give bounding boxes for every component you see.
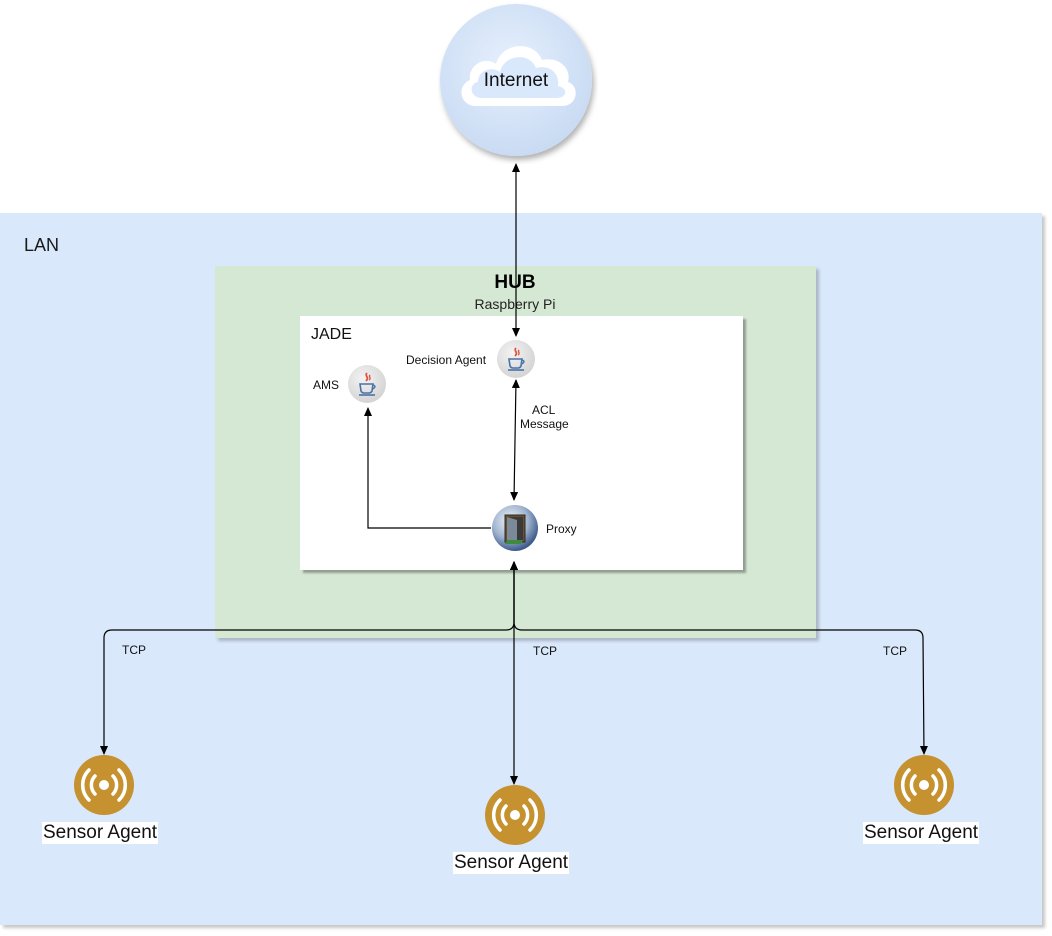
internet-label: Internet <box>483 70 549 91</box>
radio-signal-icon <box>74 755 134 815</box>
acl-message-edge <box>510 379 520 501</box>
decision-agent-icon <box>497 340 535 378</box>
proxy-ams-edge <box>364 407 491 529</box>
proxy-door-icon <box>492 505 538 551</box>
sensor-node-right <box>893 754 955 816</box>
radio-signal-icon <box>894 755 954 815</box>
radio-signal-icon <box>485 785 545 845</box>
tcp-right-label: TCP <box>883 644 907 658</box>
sensor-label-center: Sensor Agent <box>453 852 570 874</box>
cloud-icon <box>440 4 592 156</box>
sensor-label-left: Sensor Agent <box>42 822 159 844</box>
tcp-right-edge <box>510 561 928 755</box>
message-label: Message <box>520 417 569 431</box>
acl-label: ACL <box>532 403 556 417</box>
ams-label: AMS <box>313 378 340 392</box>
lan-label: LAN <box>24 235 60 255</box>
java-cup-icon <box>359 372 376 396</box>
sensor-node-center <box>484 784 546 846</box>
decision-agent-label: Decision Agent <box>406 353 487 367</box>
internet-node: Internet <box>438 2 598 164</box>
java-cup-icon <box>508 347 525 371</box>
tcp-left-edge <box>100 561 518 755</box>
proxy-label: Proxy <box>546 522 577 536</box>
jade-label: JADE <box>311 326 352 343</box>
sensor-node-left <box>73 754 135 816</box>
tcp-center-label: TCP <box>533 644 557 658</box>
proxy-node <box>491 504 539 552</box>
sensor-label-right: Sensor Agent <box>863 822 980 844</box>
ams-agent-icon <box>348 365 386 403</box>
tcp-left-label: TCP <box>122 643 146 657</box>
